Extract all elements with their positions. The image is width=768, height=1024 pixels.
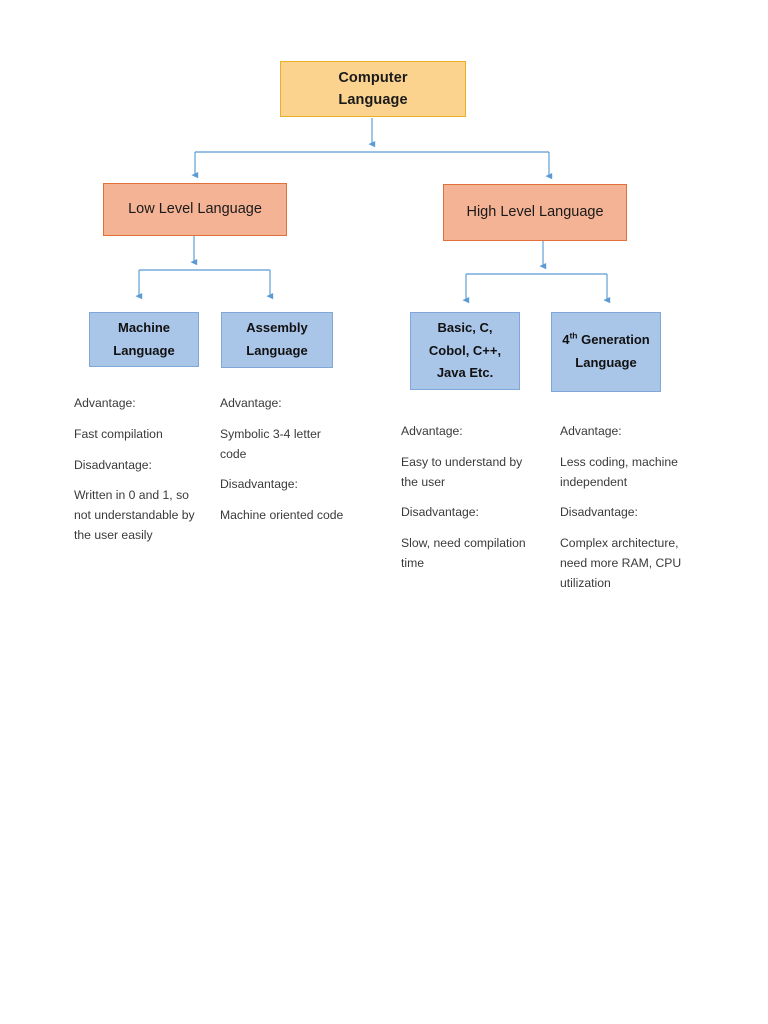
node-low-level-language[interactable]: Low Level Language (103, 183, 287, 236)
notes-basic-advantage-label: Advantage: (401, 424, 463, 438)
node-gen4-ordinal-suffix: th (569, 330, 578, 341)
node-computer-language[interactable]: Computer Language (280, 61, 466, 117)
notes-machine-language: Advantage: Fast compilation Disadvantage… (74, 394, 204, 546)
node-assembly-language-line1: Assembly (246, 320, 308, 336)
node-machine-language-line2: Language (113, 342, 175, 358)
notes-4th-generation-language: Advantage: Less coding, machine independ… (560, 422, 690, 593)
notes-gen4-advantage-label: Advantage: (560, 424, 622, 438)
notes-basic-disadvantage-text: Slow, need compilation time (401, 536, 526, 570)
node-gen4-line1-rest: Generation (577, 332, 650, 348)
node-basic-line2: Cobol, C++, (428, 342, 502, 358)
notes-gen4-disadvantage-label: Disadvantage: (560, 505, 638, 520)
notes-assembly-language: Advantage: Symbolic 3-4 letter code Disa… (220, 394, 344, 526)
notes-gen4-disadvantage-text: Complex architecture, need more RAM, CPU… (560, 536, 682, 590)
node-computer-language-line2: Language (338, 92, 408, 108)
notes-basic-c-cobol-java: Advantage: Easy to understand by the use… (401, 422, 529, 574)
notes-machine-advantage-label: Advantage: (74, 396, 136, 410)
node-high-level-language-label: High Level Language (466, 204, 604, 221)
node-basic-line3: Java Etc. (436, 365, 494, 381)
node-machine-language-line1: Machine (117, 319, 170, 335)
notes-machine-disadvantage-text: Written in 0 and 1, so not understandabl… (74, 488, 195, 542)
notes-assembly-advantage-label: Advantage: (220, 396, 282, 410)
node-basic-c-cobol-java-label: Basic, C, Cobol, C++, Java Etc. (411, 317, 519, 385)
node-4th-generation-language[interactable]: 4th Generation Language (551, 312, 661, 392)
notes-assembly-advantage-text: Symbolic 3-4 letter code (220, 426, 321, 461)
node-high-level-language[interactable]: High Level Language (443, 184, 627, 241)
node-basic-line1: Basic, C, (437, 319, 493, 335)
node-gen4-number: 4 (562, 332, 570, 348)
node-machine-language-label: Machine Language (90, 317, 198, 363)
notes-basic-advantage-text: Easy to understand by the user (401, 454, 523, 489)
node-low-level-language-label: Low Level Language (128, 201, 262, 218)
node-assembly-language-label: Assembly Language (222, 317, 332, 363)
node-machine-language[interactable]: Machine Language (89, 312, 199, 367)
node-gen4-line2: Language (575, 355, 637, 370)
notes-machine-advantage-text: Fast compilation (74, 426, 163, 441)
notes-basic-disadvantage-label: Disadvantage: (401, 505, 479, 520)
node-assembly-language[interactable]: Assembly Language (221, 312, 333, 368)
node-computer-language-line1: Computer (338, 69, 408, 86)
node-4th-generation-language-label: 4th Generation Language (552, 329, 660, 375)
node-basic-c-cobol-java[interactable]: Basic, C, Cobol, C++, Java Etc. (410, 312, 520, 390)
notes-assembly-disadvantage-label: Disadvantage: (220, 477, 298, 492)
notes-machine-disadvantage-label: Disadvantage: (74, 457, 152, 472)
node-computer-language-label: Computer Language (281, 67, 465, 112)
node-assembly-language-line2: Language (246, 343, 308, 358)
notes-gen4-advantage-text: Less coding, machine independent (560, 454, 678, 489)
notes-assembly-disadvantage-text: Machine oriented code (220, 508, 344, 523)
